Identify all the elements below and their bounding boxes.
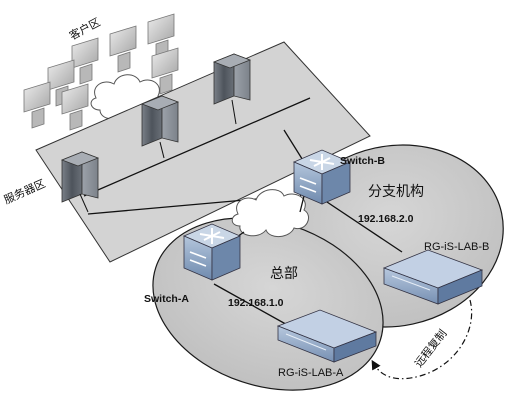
switch-a-icon xyxy=(182,223,242,281)
switch-a-label: Switch-A xyxy=(144,293,189,305)
replication-label: 远程复制 xyxy=(411,327,449,370)
appliance-a-icon xyxy=(276,309,378,363)
client-pc-icon xyxy=(71,37,99,85)
appliance-a-label: RG-iS-LAB-A xyxy=(278,367,344,379)
replication-arrow xyxy=(371,299,473,380)
client-pc-icon xyxy=(151,47,179,95)
wan-cloud-icon xyxy=(231,189,309,237)
server-zone-label: 服务器区 xyxy=(2,177,47,207)
switch-b-label: Switch-B xyxy=(340,155,385,167)
hq-site-name: 总部 xyxy=(270,266,298,282)
branch-subnet-label: 192.168.2.0 xyxy=(358,213,414,225)
client-computers xyxy=(23,13,179,131)
server-zone-plane xyxy=(35,41,371,263)
server-icon xyxy=(140,95,180,159)
appliance-b-label: RG-iS-LAB-B xyxy=(424,241,489,253)
server-icon xyxy=(60,151,100,213)
client-pc-icon xyxy=(23,81,51,129)
switch-b-icon xyxy=(292,149,352,205)
server-zone: 服务器区 xyxy=(2,41,371,263)
hq-subnet-label: 192.168.1.0 xyxy=(228,297,284,309)
server-icon xyxy=(212,53,252,125)
client-pc-icon xyxy=(61,83,89,131)
client-pc-icon xyxy=(109,25,137,73)
appliance-b-icon xyxy=(382,249,484,305)
branch-site-name: 分支机构 xyxy=(368,184,424,200)
